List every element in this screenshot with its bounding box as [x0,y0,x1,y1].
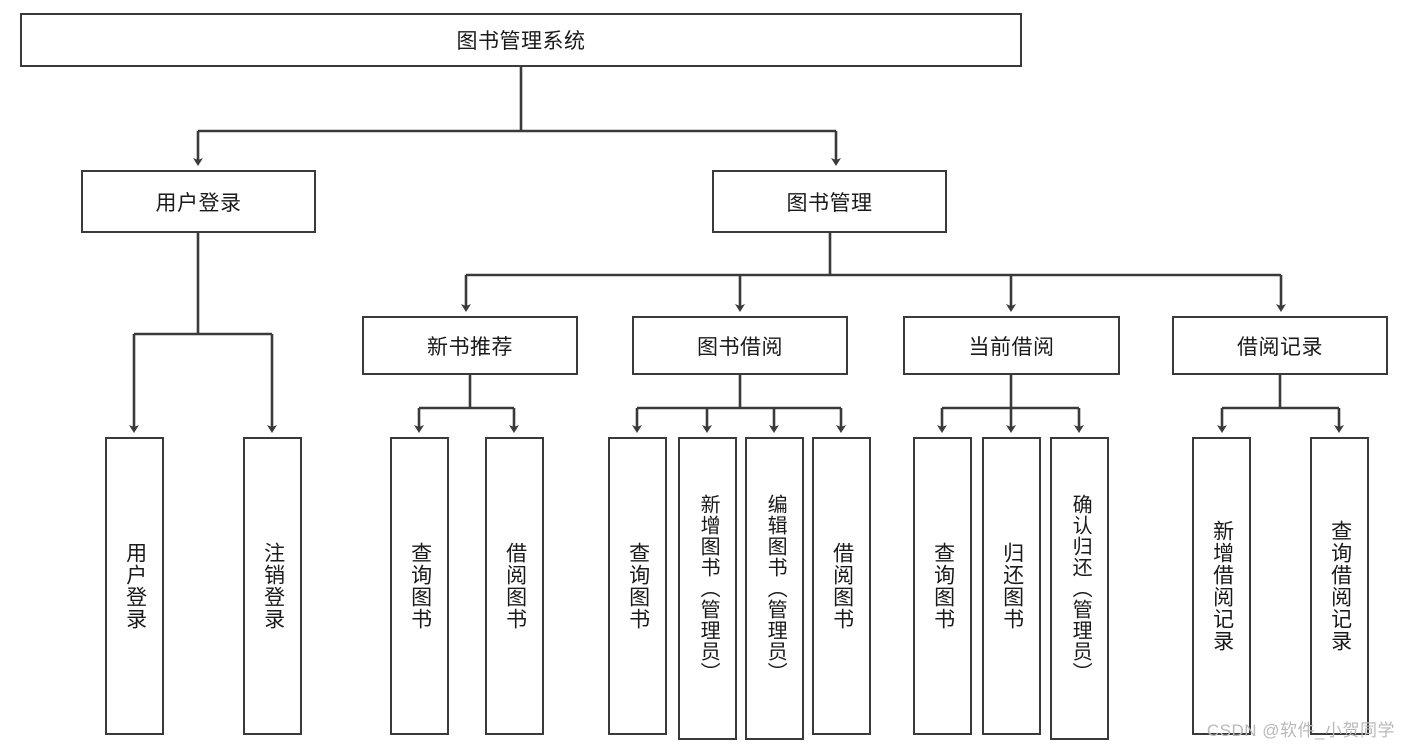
node-leaf-return-book[interactable]: 归还图书 [982,437,1041,735]
node-leaf-borrow-book-new[interactable]: 借阅图书 [485,437,544,735]
node-leaf-user-login-label: 用户登录 [123,542,147,630]
node-leaf-borrow-book-new-label: 借阅图书 [503,542,527,630]
node-leaf-borrow-book[interactable]: 借阅图书 [812,437,871,735]
node-leaf-query-book-borrow[interactable]: 查询图书 [608,437,667,735]
node-leaf-confirm-return-admin-label: 确认归还（管理员） [1069,494,1092,683]
node-book-management[interactable]: 图书管理 [712,170,947,233]
node-book-management-label: 图书管理 [786,191,873,215]
node-leaf-edit-book-admin[interactable]: 编辑图书（管理员） [745,437,804,740]
node-borrow-record[interactable]: 借阅记录 [1172,316,1388,375]
node-leaf-query-book-new[interactable]: 查询图书 [390,437,449,735]
node-leaf-query-book-borrow-label: 查询图书 [626,542,650,630]
node-leaf-edit-book-admin-label: 编辑图书（管理员） [764,494,787,683]
node-current-borrow-label: 当前借阅 [968,335,1055,359]
node-book-borrow[interactable]: 图书借阅 [632,316,848,375]
node-leaf-add-borrow-record[interactable]: 新增借阅记录 [1192,437,1251,735]
node-new-book-recommend-label: 新书推荐 [427,335,513,359]
node-leaf-query-book-new-label: 查询图书 [408,542,432,630]
node-leaf-add-book-admin[interactable]: 新增图书（管理员） [678,437,737,740]
node-user-login-label: 用户登录 [155,191,242,215]
node-book-borrow-label: 图书借阅 [697,335,783,359]
node-leaf-user-login[interactable]: 用户登录 [105,437,164,735]
node-leaf-query-book-current-label: 查询图书 [931,542,955,630]
node-root-label: 图书管理系统 [456,30,586,53]
node-leaf-query-borrow-record-label: 查询借阅记录 [1328,520,1352,652]
node-leaf-query-borrow-record[interactable]: 查询借阅记录 [1310,437,1369,735]
node-leaf-query-book-current[interactable]: 查询图书 [913,437,972,735]
node-leaf-confirm-return-admin[interactable]: 确认归还（管理员） [1050,437,1109,740]
node-new-book-recommend[interactable]: 新书推荐 [362,316,578,375]
node-user-login[interactable]: 用户登录 [81,170,316,233]
node-leaf-logout[interactable]: 注销登录 [243,437,302,735]
node-leaf-borrow-book-label: 借阅图书 [830,542,854,630]
csdn-watermark: CSDN @软件_小贺同学 [1206,721,1395,740]
node-leaf-add-borrow-record-label: 新增借阅记录 [1210,520,1234,652]
node-current-borrow[interactable]: 当前借阅 [903,316,1120,375]
node-borrow-record-label: 借阅记录 [1237,335,1323,359]
node-leaf-logout-label: 注销登录 [261,542,285,630]
node-leaf-add-book-admin-label: 新增图书（管理员） [697,494,720,683]
node-root[interactable]: 图书管理系统 [20,13,1022,67]
node-leaf-return-book-label: 归还图书 [1000,542,1024,630]
